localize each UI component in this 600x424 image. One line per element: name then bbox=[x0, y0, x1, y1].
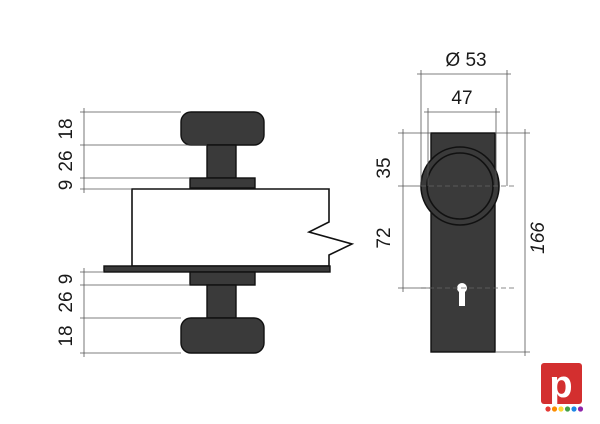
front-dimension-lines bbox=[398, 70, 530, 356]
dim-front-diameter: Ø 53 bbox=[445, 50, 486, 71]
dim-side-bottom-knob: 18 bbox=[56, 325, 77, 346]
dim-front-width: 47 bbox=[451, 88, 472, 109]
top-knob bbox=[180, 111, 265, 146]
logo-dot bbox=[577, 406, 584, 412]
brand-logo: p bbox=[541, 363, 584, 412]
front-view bbox=[420, 132, 515, 353]
top-plate bbox=[189, 177, 256, 189]
logo-letter: p bbox=[549, 364, 572, 406]
knob-rosette-inner bbox=[426, 152, 494, 220]
bottom-knob bbox=[180, 317, 265, 354]
bottom-plate bbox=[189, 271, 256, 286]
dim-front-total: 166 bbox=[528, 222, 549, 254]
dim-front-keyhole: 72 bbox=[374, 227, 395, 248]
logo-dot bbox=[551, 406, 558, 412]
bottom-knob-neck bbox=[206, 284, 237, 319]
side-dimension-lines bbox=[80, 108, 207, 357]
logo-dot bbox=[545, 406, 551, 412]
dim-side-top-neck: 26 bbox=[56, 150, 77, 171]
logo-color-dots bbox=[545, 406, 584, 412]
door-base-plate bbox=[103, 265, 331, 273]
logo-dot bbox=[564, 406, 571, 412]
logo-dot bbox=[571, 406, 577, 412]
dim-side-top-plate: 9 bbox=[56, 180, 77, 191]
door-section bbox=[131, 188, 355, 267]
dim-front-top: 35 bbox=[374, 157, 395, 178]
side-view bbox=[80, 108, 355, 357]
logo-dot bbox=[558, 406, 564, 412]
dim-side-top-knob: 18 bbox=[56, 118, 77, 139]
dim-side-bottom-neck: 26 bbox=[56, 291, 77, 312]
top-knob-neck bbox=[206, 144, 237, 179]
dim-side-bottom-plate: 9 bbox=[56, 274, 77, 285]
